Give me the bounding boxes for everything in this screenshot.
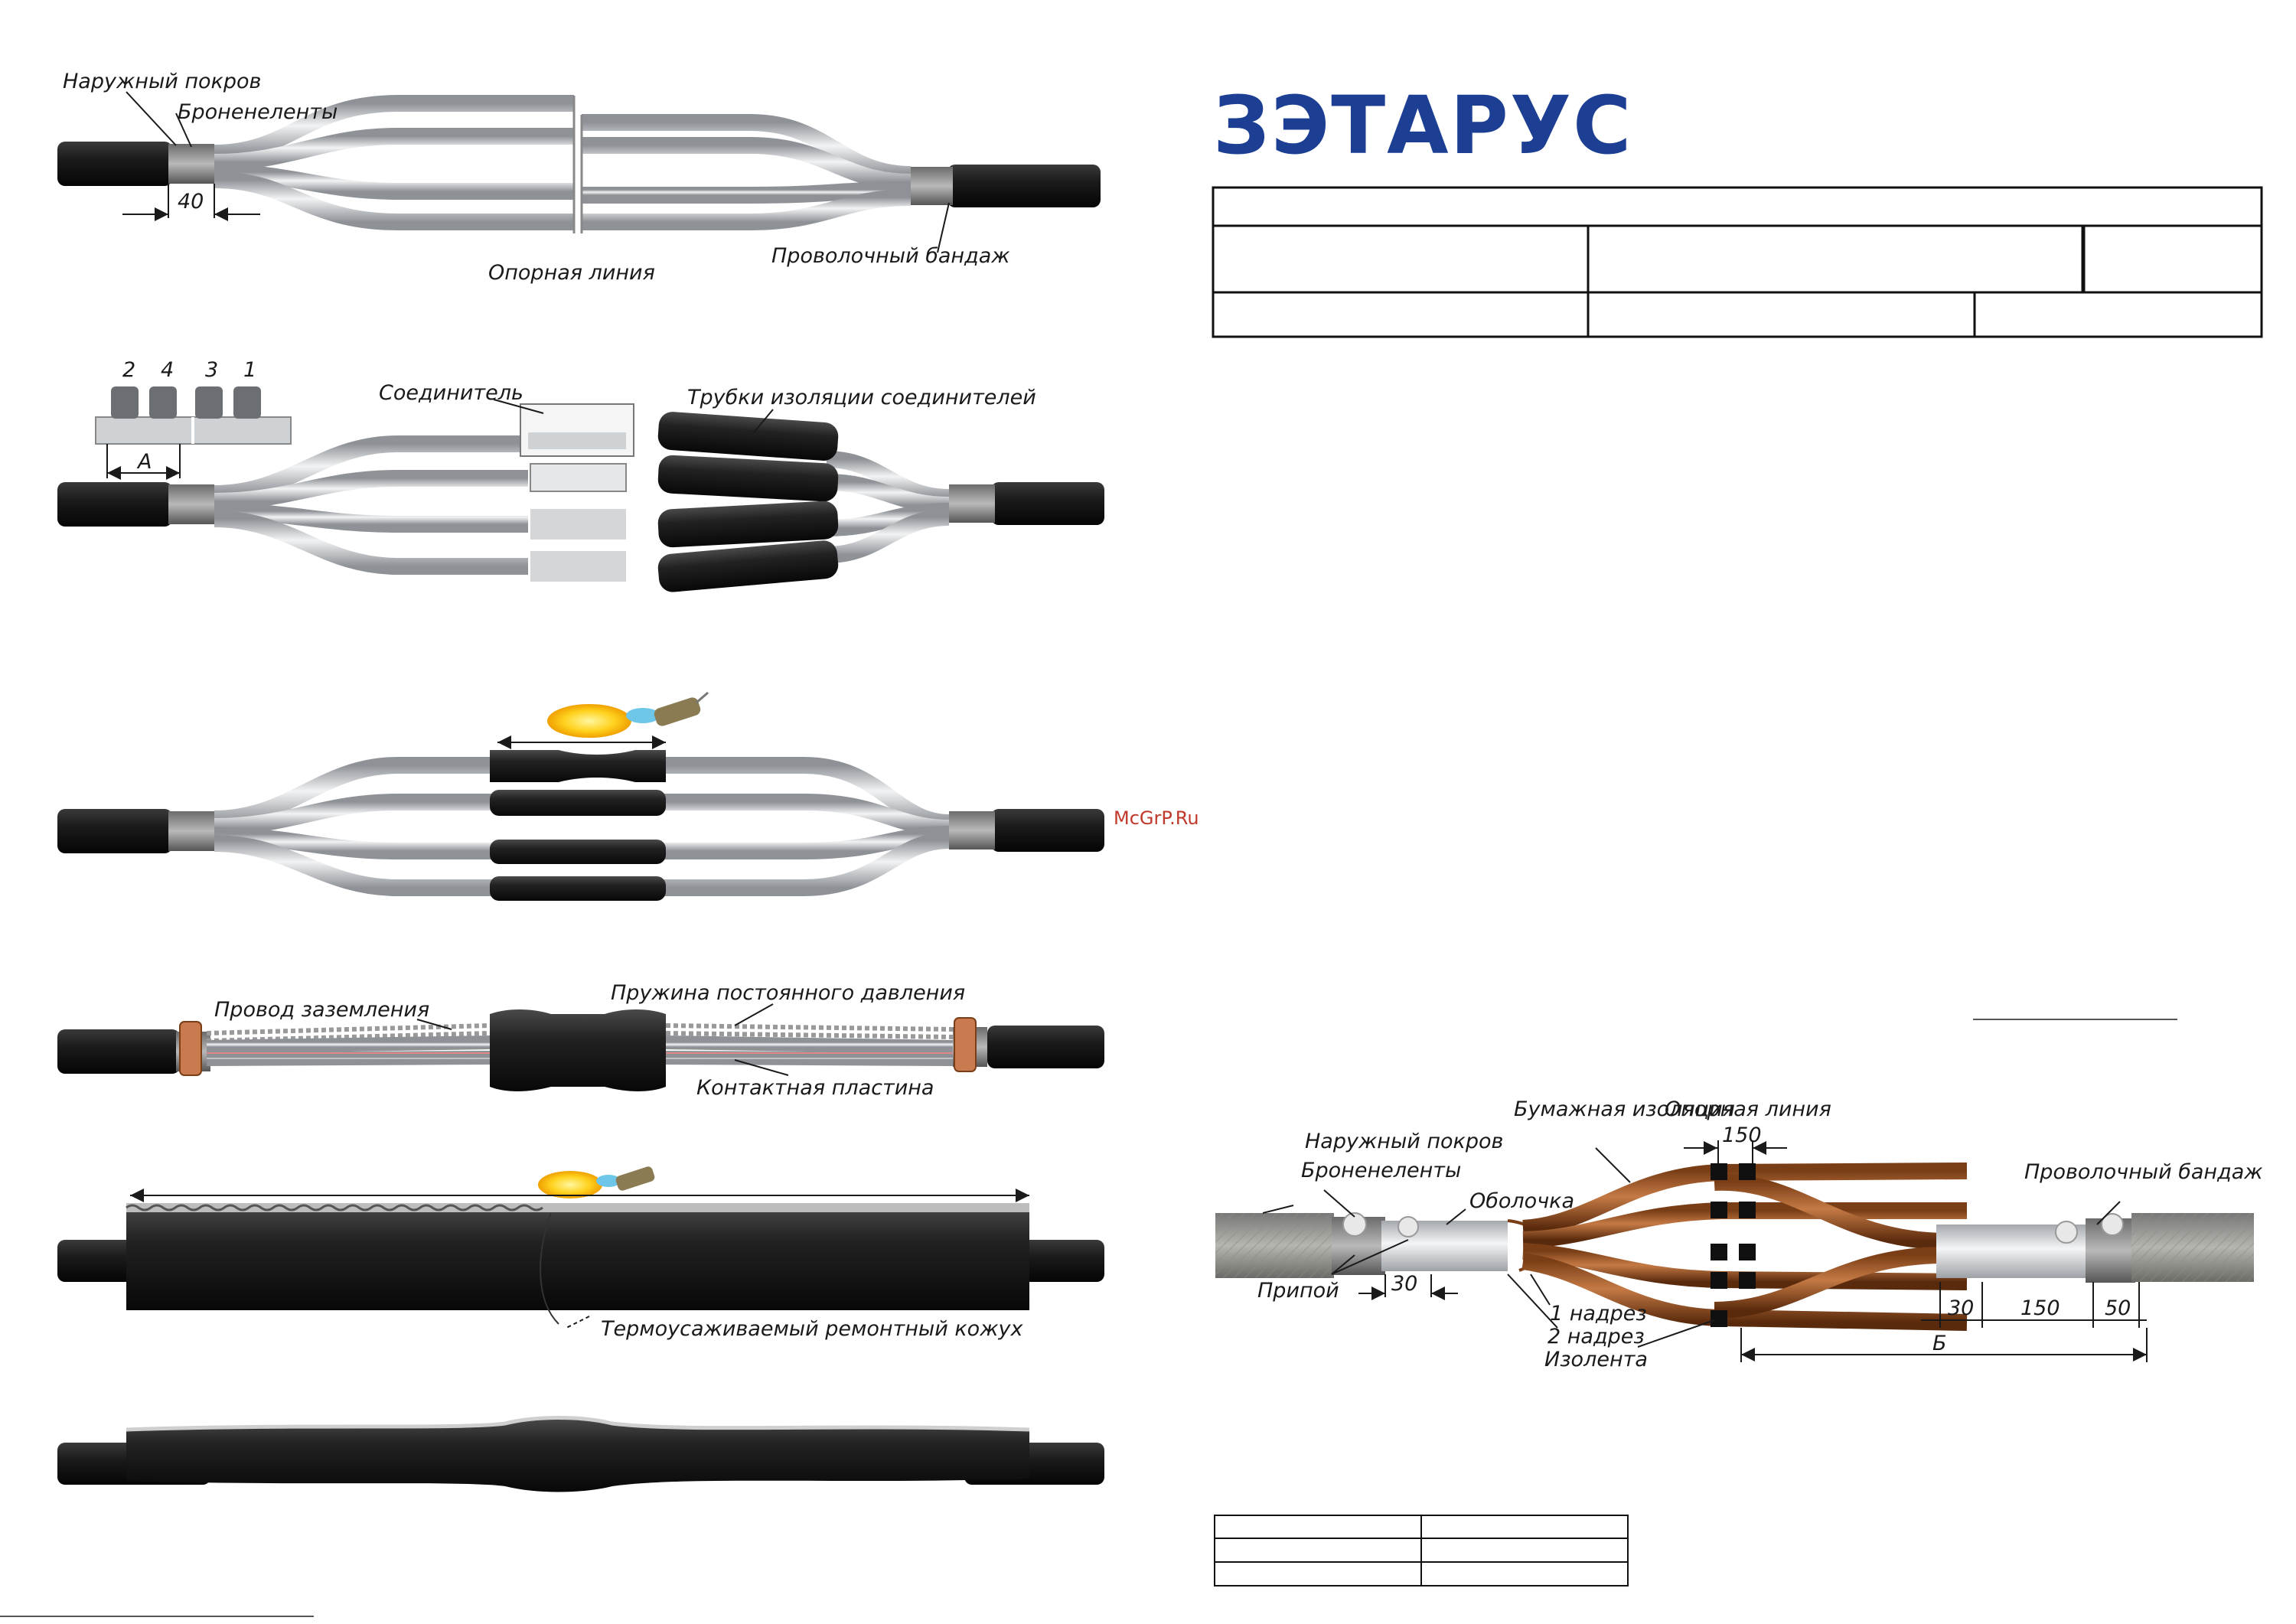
step1-reference-line-label: Опорная линия — [488, 261, 655, 285]
detail-outer-cover-label: Наружный покров — [1305, 1130, 1503, 1153]
torch-icon — [654, 697, 701, 726]
bottom-table — [1214, 1515, 1629, 1586]
detail-dim-150top: 150 — [1722, 1123, 1762, 1147]
finished-joint — [126, 1417, 1029, 1492]
step2-connector-label: Соединитель — [379, 381, 523, 405]
cable-end-right — [947, 165, 1101, 207]
detail-wire-band-label: Проволочный бандаж — [2024, 1160, 2263, 1184]
step1-diagram — [57, 91, 1101, 253]
detail-tape-label: Изолента — [1544, 1348, 1648, 1371]
detail-diagram — [1215, 1140, 2254, 1362]
watermark: McGrP.Ru — [1114, 807, 1199, 829]
step2-dim-a: A — [136, 450, 152, 474]
step5-sleeve-label: Термоусаживаемый ремонтный кожух — [601, 1317, 1024, 1341]
copper-clamp-left — [179, 1021, 202, 1076]
detail-armor-label: Броненеленты — [1301, 1159, 1461, 1182]
step4-contact-plate-label: Контактная пластина — [696, 1076, 934, 1100]
phase-number-3: 3 — [205, 358, 218, 382]
step2-diagram — [57, 386, 1104, 592]
step4-ground-wire-label: Провод заземления — [214, 998, 429, 1022]
step1-wire-band-label: Проволочный бандаж — [771, 244, 1010, 268]
brand-logo: ЗЭТАРУС — [1213, 79, 1632, 172]
detail-dim-50: 50 — [2105, 1296, 2131, 1320]
step1-armor-label: Броненеленты — [178, 100, 338, 124]
step2-tubes-label: Трубки изоляции соединителей — [687, 386, 1036, 409]
step5-diagram — [57, 1166, 1104, 1329]
detail-dim-30a: 30 — [1391, 1272, 1417, 1296]
torch-flame-icon-2 — [538, 1171, 602, 1198]
armor-left — [168, 144, 214, 184]
detail-dim-30b: 30 — [1948, 1296, 1974, 1320]
repair-sleeve — [126, 1203, 1029, 1310]
detail-cut1-label: 1 надрез — [1550, 1302, 1647, 1326]
title-block — [1212, 186, 2263, 338]
detail-dim-150b: 150 — [2020, 1296, 2060, 1320]
detail-paper-insulation-label: Бумажная изоляция — [1514, 1097, 1735, 1121]
detail-solder-label: Припой — [1257, 1279, 1339, 1303]
step1-outer-cover-label: Наружный покров — [63, 70, 261, 93]
copper-clamp-right — [954, 1017, 977, 1072]
phase-number-1: 1 — [243, 358, 256, 382]
step4-spring-label: Пружина постоянного давления — [611, 981, 965, 1005]
step1-dim-40: 40 — [178, 190, 204, 214]
detail-sheath-label: Оболочка — [1469, 1189, 1574, 1213]
torch-icon-2 — [615, 1166, 655, 1191]
armor-right — [911, 167, 953, 205]
step3-diagram — [57, 691, 1104, 901]
torch-flame-icon — [547, 704, 631, 738]
step6-diagram — [57, 1416, 1104, 1492]
phase-number-4: 4 — [161, 358, 174, 382]
phase-number-2: 2 — [122, 358, 135, 382]
detail-dim-b: Б — [1932, 1332, 1947, 1355]
detail-reference-line-label: Опорная линия — [1665, 1097, 1831, 1121]
step4-diagram — [57, 1003, 1104, 1091]
detail-cut2-label: 2 надрез — [1548, 1325, 1645, 1348]
cable-end-left — [57, 142, 172, 186]
